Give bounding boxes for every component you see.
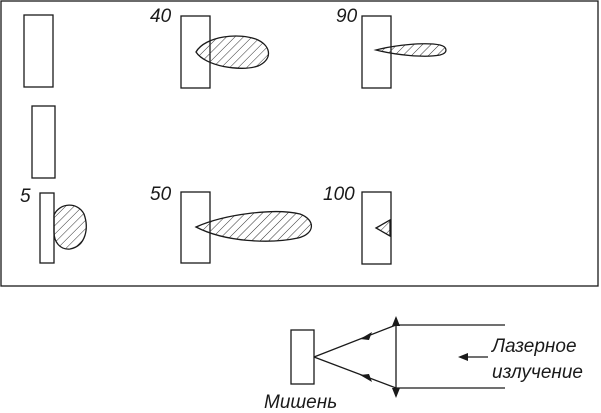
target-label: Мишень: [264, 392, 337, 413]
panel-initial: [23, 14, 56, 179]
plume: [53, 204, 87, 250]
lens-arrow-bottom: [392, 388, 400, 398]
panel-50: 50: [150, 184, 313, 264]
target-block: [290, 329, 315, 385]
beam-lower: [313, 356, 397, 389]
target-rect: [23, 14, 54, 88]
laser-arrowhead: [458, 353, 468, 361]
laser-label-line1: Лазерное: [490, 336, 577, 357]
plume: [374, 218, 391, 238]
frame-label: 50: [150, 184, 172, 205]
frame-label: 90: [336, 6, 358, 27]
beam-arrowhead: [360, 374, 372, 382]
plume: [194, 211, 313, 242]
target-rect: [39, 192, 55, 264]
panel-90: 90: [336, 6, 447, 89]
setup-schematic: Лазерное излучение Мишень: [264, 316, 583, 413]
lens-arrow-top: [392, 316, 400, 326]
target-rect: [31, 105, 56, 179]
frame-label: 40: [150, 6, 172, 27]
laser-label-line2: излучение: [492, 362, 583, 383]
plume: [373, 43, 447, 57]
panel-100: 100: [323, 184, 392, 265]
plume: [195, 35, 270, 69]
frame-label: 100: [323, 184, 355, 205]
frame-label: 5: [20, 186, 31, 207]
panel-40: 40: [150, 6, 270, 89]
beam-upper: [313, 324, 397, 358]
frame-border: [0, 0, 599, 287]
panel-5: 5: [20, 186, 87, 264]
beam-arrowhead: [360, 332, 372, 340]
